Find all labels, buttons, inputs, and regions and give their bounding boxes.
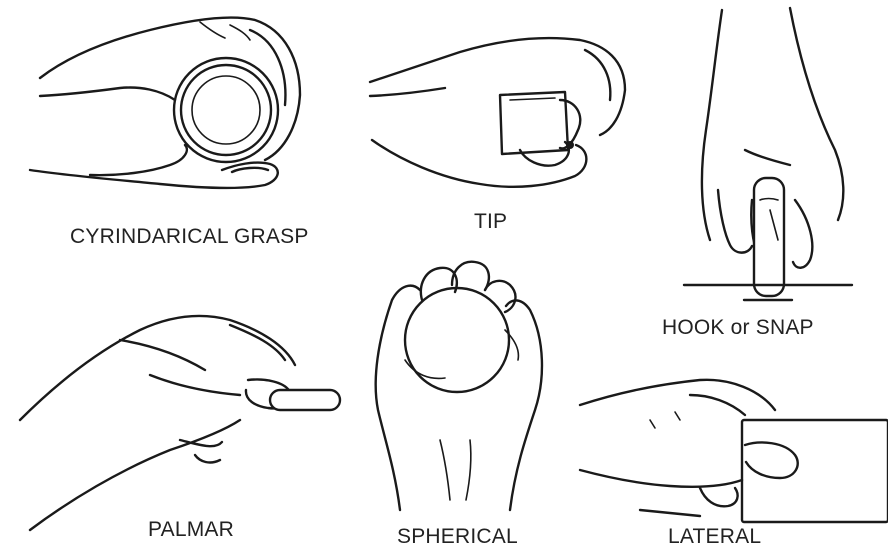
cylindrical-grasp-label: CYRINDARICAL GRASP — [70, 225, 309, 249]
hook-grasp-illustration — [684, 8, 852, 300]
palmar-grasp-illustration — [20, 316, 340, 530]
hook-or-snap-label: HOOK or SNAP — [662, 316, 814, 340]
tip-grasp-illustration — [370, 38, 625, 187]
spherical-grasp-illustration — [376, 262, 542, 510]
tip-label: TIP — [474, 210, 507, 234]
palmar-label: PALMAR — [148, 518, 234, 542]
spherical-label: SPHERICAL — [397, 525, 518, 549]
cylindrical-grasp-illustration — [30, 18, 300, 188]
lateral-label: LATERAL — [668, 525, 761, 549]
lateral-grasp-illustration — [580, 380, 888, 522]
